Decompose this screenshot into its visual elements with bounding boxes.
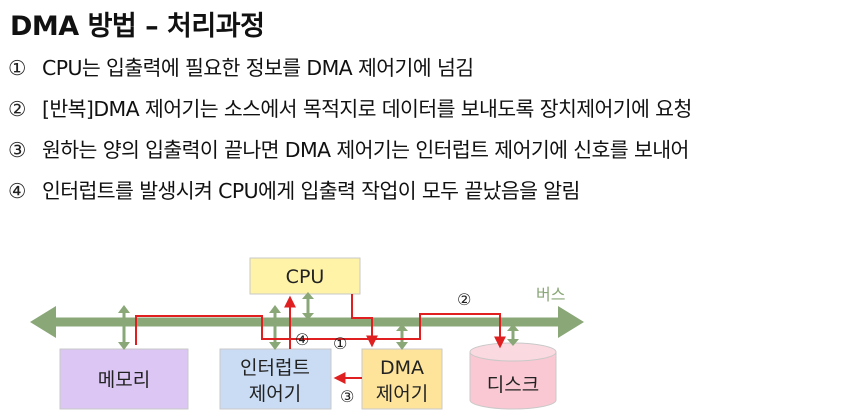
page-title: DMA 방법 – 처리과정	[10, 11, 265, 42]
interrupt-label-line1: 인터럽트	[240, 357, 310, 379]
memory-box: 메모리	[59, 348, 189, 410]
signal-paths	[135, 294, 506, 384]
system-bus	[30, 306, 584, 338]
disk-label: 디스크	[487, 374, 539, 396]
cpu-box: CPU	[249, 257, 361, 295]
step-3: ③ 원하는 양의 입출력이 끝나면 DMA 제어기는 인터럽트 제어기에 신호를 …	[8, 132, 692, 173]
bus-label: 버스	[536, 285, 565, 304]
step-4: ④ 인터럽트를 발생시켜 CPU에게 입출력 작업이 모두 끝났음을 알림	[8, 173, 692, 214]
step-number: ④	[8, 179, 26, 203]
step-number: ②	[8, 97, 26, 121]
step-2: ② [반복]DMA 제어기는 소스에서 목적지로 데이터를 보내도록 장치제어기에…	[8, 91, 692, 132]
step-text: CPU는 입출력에 필요한 정보를 DMA 제어기에 넘김	[42, 56, 474, 80]
interrupt-controller-box: 인터럽트 제어기	[219, 348, 332, 410]
step-number: ③	[8, 138, 26, 162]
step-text: [반복]DMA 제어기는 소스에서 목적지로 데이터를 보내도록 장치제어기에 …	[42, 97, 692, 121]
marker-4: ④	[295, 330, 309, 349]
step-list: ① CPU는 입출력에 필요한 정보를 DMA 제어기에 넘김 ② [반복]DMA …	[8, 50, 692, 214]
memory-label: 메모리	[98, 369, 150, 391]
step-1: ① CPU는 입출력에 필요한 정보를 DMA 제어기에 넘김	[8, 50, 692, 91]
step-text: 인터럽트를 발생시켜 CPU에게 입출력 작업이 모두 끝났음을 알림	[42, 179, 580, 203]
step-text: 원하는 양의 입출력이 끝나면 DMA 제어기는 인터럽트 제어기에 신호를 보…	[42, 138, 689, 162]
marker-3: ③	[340, 387, 354, 406]
dma-label-line1: DMA	[380, 357, 424, 379]
marker-1: ①	[333, 334, 347, 353]
disk-cylinder: 디스크	[469, 342, 557, 410]
dma-label-line2: 제어기	[376, 383, 428, 405]
marker-2: ②	[457, 290, 471, 309]
interrupt-label-line2: 제어기	[249, 383, 301, 405]
step-number: ①	[8, 56, 26, 80]
dma-controller-box: DMA 제어기	[361, 348, 443, 410]
bus-connectors	[118, 292, 519, 350]
cpu-label: CPU	[286, 266, 325, 288]
